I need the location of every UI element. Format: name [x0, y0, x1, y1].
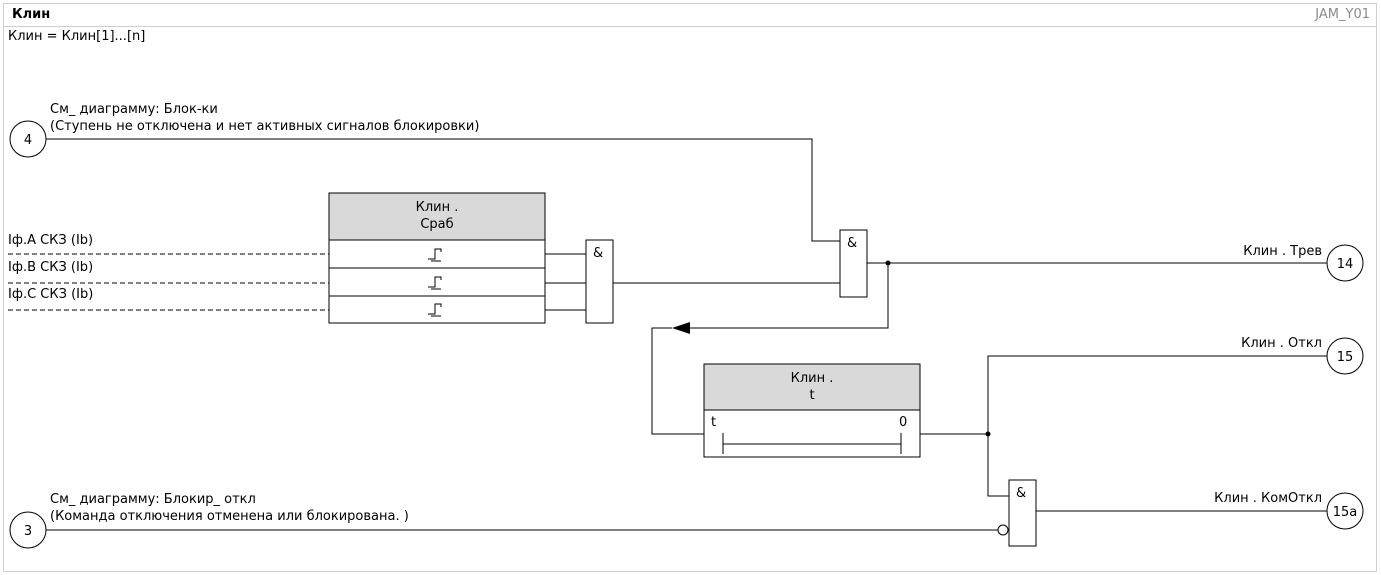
connector-4-label: 4	[24, 133, 32, 148]
and-gate-2	[839, 229, 868, 298]
and-gate-1-symbol: &	[593, 246, 603, 261]
connector-15-label: 15	[1337, 350, 1354, 365]
diagram-title: Клин	[12, 7, 51, 22]
connector-15: 15	[1326, 337, 1364, 375]
connector-15a: 15a	[1326, 492, 1364, 530]
diagram-frame	[3, 3, 1377, 572]
and-gate-3-symbol: &	[1016, 486, 1026, 501]
timer-block-title-2: t	[809, 388, 814, 403]
and-gate-2-symbol: &	[847, 236, 857, 251]
blocking-note-line1: См_ диаграмму: Блок-ки	[50, 102, 218, 117]
connector-3: 3	[9, 511, 47, 549]
timer-input-line	[651, 327, 704, 435]
timer-t-label: t	[711, 415, 716, 430]
and-gate-1	[585, 239, 614, 324]
and-gate-3	[1008, 479, 1037, 547]
pickup-block-title-1: Клин .	[416, 200, 459, 215]
input-phase-b-label: Iф.B СКЗ (Ib)	[8, 260, 93, 275]
inverter-circle-icon	[997, 524, 1009, 536]
input-phase-c-label: Iф.C СКЗ (Ib)	[8, 287, 93, 302]
timer-block	[703, 363, 921, 458]
trip-to-and3-line	[987, 434, 1009, 497]
pickup-block	[328, 192, 546, 324]
feedback-arrow-icon	[672, 322, 690, 334]
connector-14: 14	[1326, 244, 1364, 282]
connector-15a-label: 15a	[1333, 505, 1358, 520]
trip-block-note-line2: (Команда отключения отменена или блокиро…	[50, 509, 409, 524]
trip-output-label: Клин . Откл	[1241, 336, 1322, 351]
trip-block-note-line1: См_ диаграмму: Блокир_ откл	[50, 492, 256, 507]
title-bar: Клин JAM_Y01	[4, 4, 1376, 27]
connector-3-label: 3	[24, 524, 32, 539]
diagram-code: JAM_Y01	[1315, 7, 1370, 22]
feedback-line	[690, 263, 889, 329]
blocking-signal-line	[46, 138, 840, 242]
connector-14-label: 14	[1337, 257, 1354, 272]
input-phase-a-label: Iф.A СКЗ (Ib)	[8, 233, 93, 248]
timer-block-title-1: Клин .	[791, 371, 834, 386]
alarm-output-label: Клин . Трев	[1243, 244, 1322, 259]
blocking-note-line2: (Ступень не отключена и нет активных сиг…	[50, 119, 479, 134]
trip-cmd-output-label: Клин . КомОткл	[1214, 491, 1322, 506]
diagram-subtitle: Клин = Клин[1]...[n]	[8, 29, 146, 44]
trip-output-line	[987, 355, 1327, 434]
pickup-block-title-2: Сраб	[420, 217, 453, 232]
connector-4: 4	[9, 120, 47, 158]
timer-zero-label: 0	[899, 415, 907, 430]
